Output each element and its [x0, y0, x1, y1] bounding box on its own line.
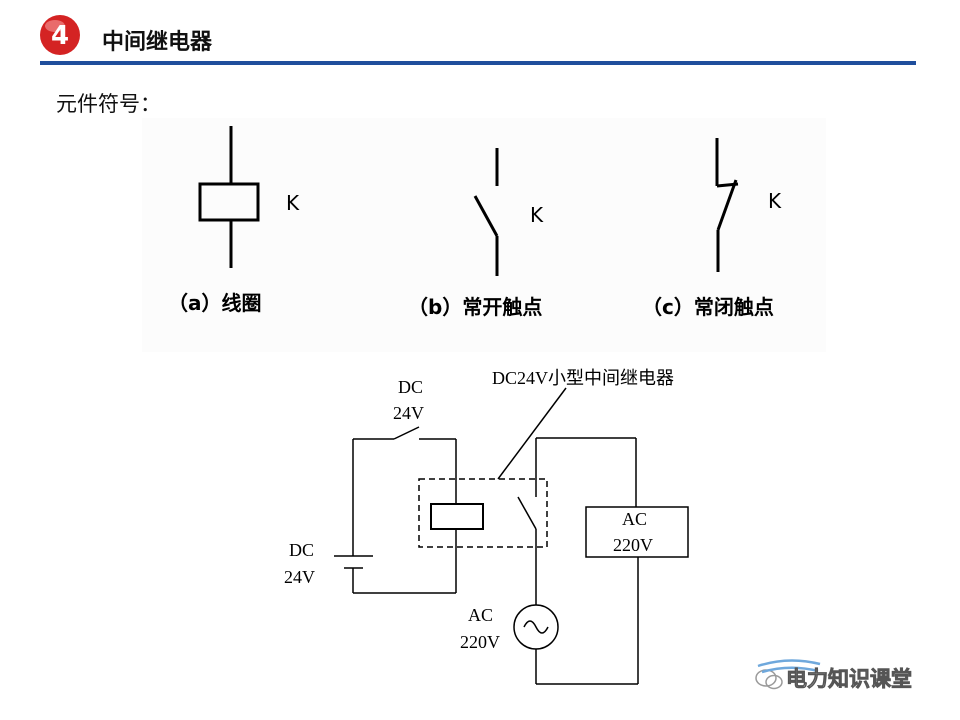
relay-label: DC24V小型中间继电器 [492, 368, 674, 388]
switch-label-line2: 24V [393, 403, 424, 423]
page-title: 中间继电器 [102, 30, 213, 55]
coil-symbol: K （a）线圈 [168, 126, 300, 315]
normally-open-contact-symbol: K （b）常开触点 [408, 148, 544, 319]
load-label-line1: AC [622, 509, 647, 529]
switch-label-line1: DC [398, 377, 423, 397]
watermark-logo-arcs [757, 659, 821, 674]
battery-label-line1: DC [289, 540, 314, 560]
title-divider [40, 61, 916, 65]
relay-contact-blade [517, 496, 537, 530]
no-contact-letter: K [530, 203, 544, 227]
source-label-line1: AC [468, 605, 493, 625]
relay-coil [430, 503, 484, 530]
battery-label-line2: 24V [284, 567, 315, 587]
coil-letter: K [286, 191, 300, 215]
watermark: 电力知识课堂 [755, 659, 912, 691]
badge-number: 4 [51, 21, 69, 51]
chapter-badge: 4 [40, 15, 80, 55]
symbols-panel: K （a）线圈 K （b）常开触点 K （c）常闭触点 [142, 118, 826, 352]
section-label: 元件符号： [56, 92, 161, 116]
relay-label-leader [497, 387, 567, 480]
nc-contact-letter: K [768, 189, 782, 213]
relay-enclosure [418, 478, 548, 548]
nc-contact-caption: （c）常闭触点 [642, 295, 774, 319]
load-label-line2: 220V [613, 535, 653, 555]
ac-load-box [585, 506, 689, 558]
ac-wave [523, 620, 549, 634]
watermark-text: 电力知识课堂 [786, 667, 912, 691]
symbols-diagram: K （a）线圈 K （b）常开触点 K （c）常闭触点 [168, 126, 782, 319]
normally-closed-contact-symbol: K （c）常闭触点 [642, 138, 782, 319]
dc-switch-blade [393, 426, 420, 440]
no-contact-caption: （b）常开触点 [408, 295, 542, 319]
coil-box [198, 182, 260, 222]
wechat-icon [755, 669, 783, 690]
coil-caption: （a）线圈 [168, 291, 262, 315]
source-label-line2: 220V [460, 632, 500, 652]
